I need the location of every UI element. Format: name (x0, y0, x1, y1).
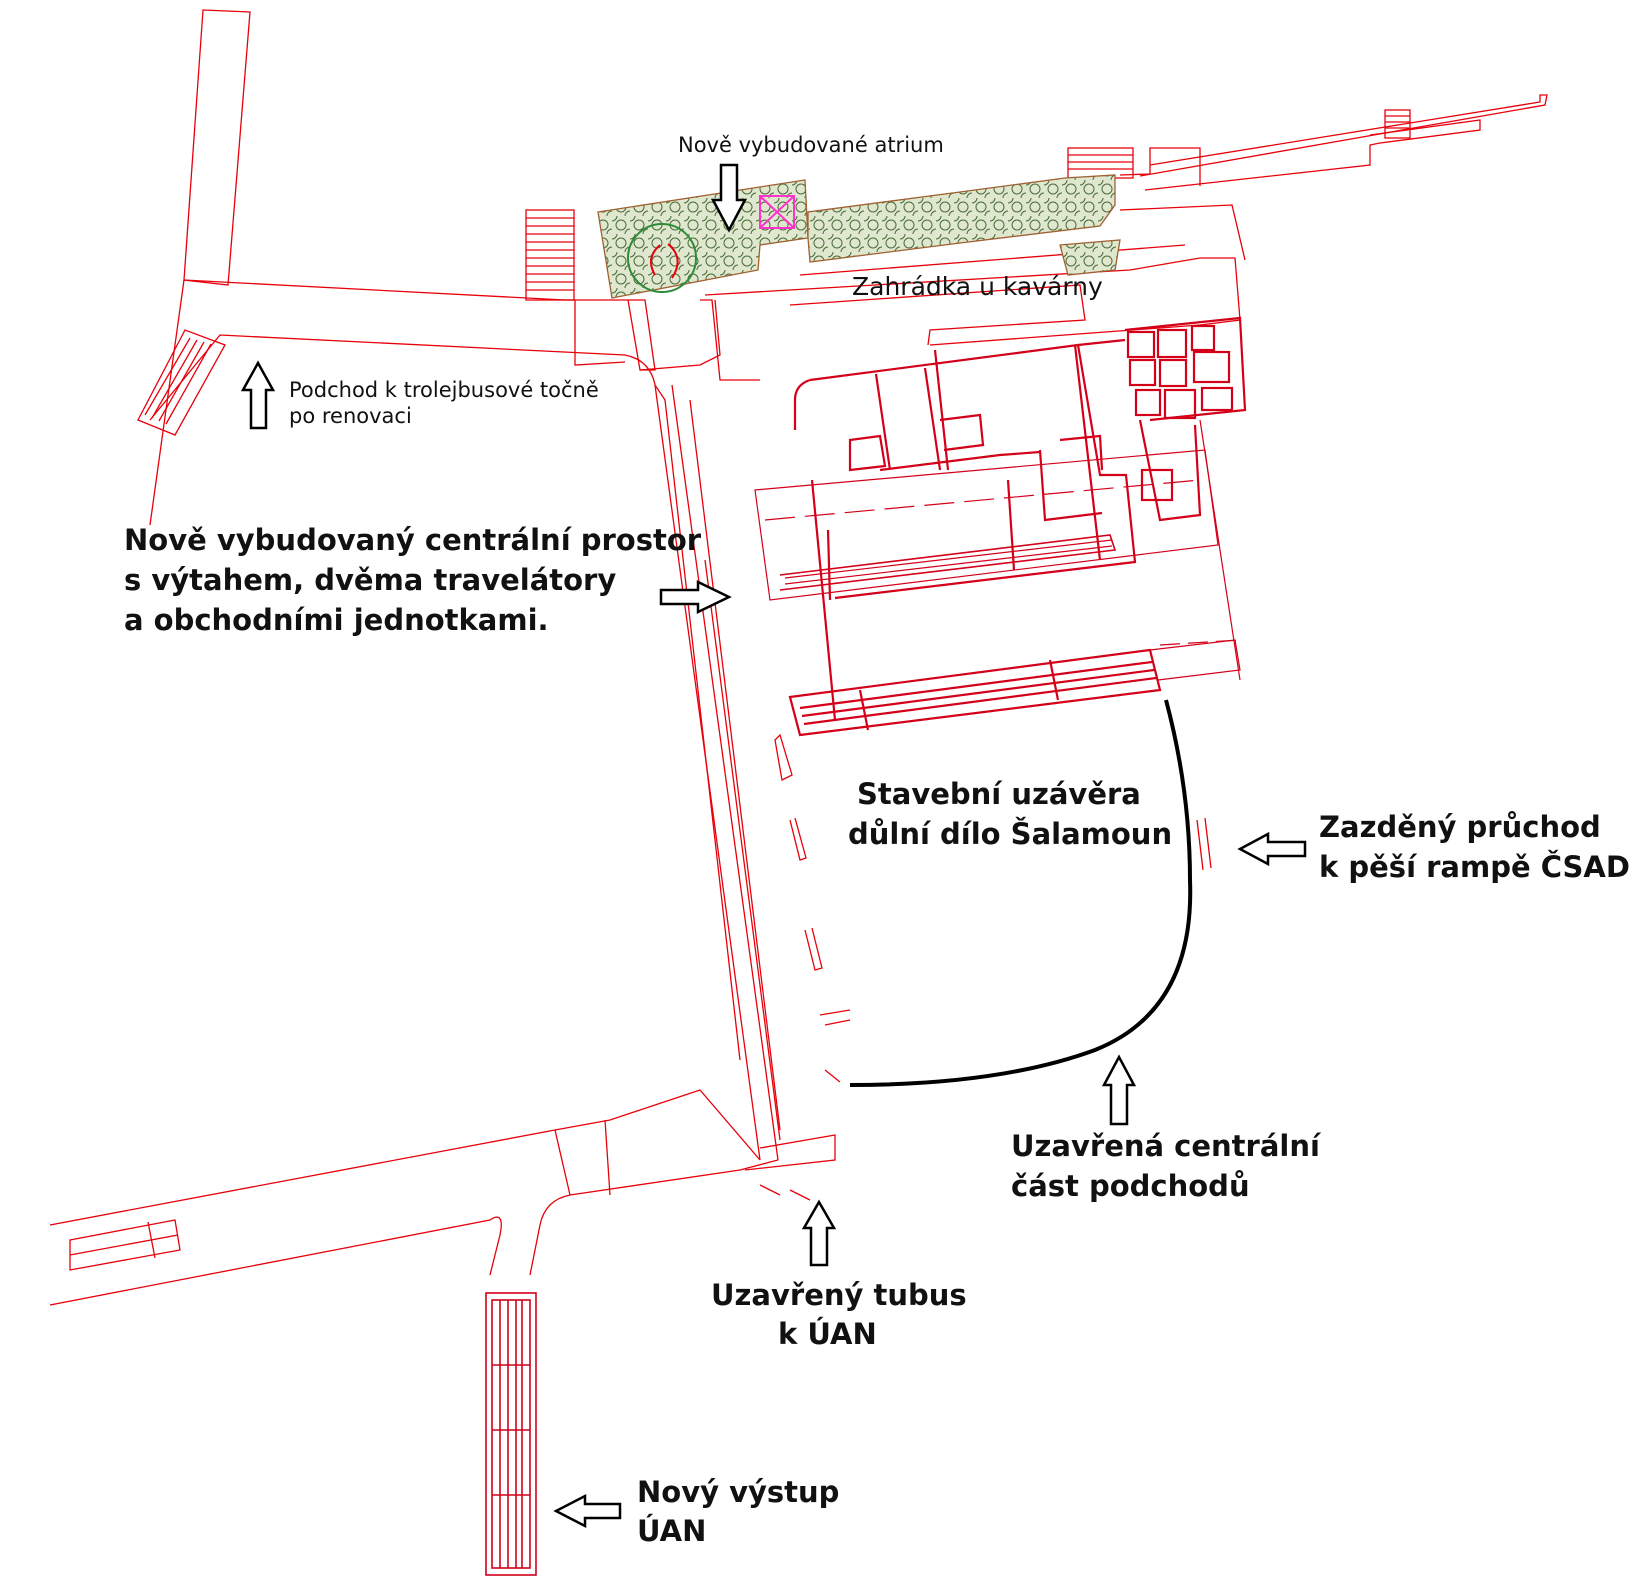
label-uzavrena-1: Uzavřená centrální (1011, 1129, 1322, 1163)
label-zazdeny-2: k pěší rampě ČSAD (1319, 850, 1630, 884)
zazdeny-arrow-icon (1237, 831, 1307, 867)
label-podchod-2: po renovaci (289, 404, 412, 428)
central-space-arrow-icon (659, 580, 732, 614)
label-podchod-1: Podchod k trolejbusové točně (289, 378, 599, 402)
north-stairs (525, 209, 575, 301)
vystup-arrow-icon (553, 1493, 622, 1529)
label-atrium: Nově vybudované atrium (678, 133, 944, 157)
atrium-greenery (597, 174, 1121, 299)
label-central-1: Nově vybudovaný centrální prostor (124, 523, 702, 557)
new-central-space (754, 316, 1247, 737)
tubus-arrow-icon (801, 1199, 837, 1267)
label-central-3: a obchodními jednotkami. (124, 603, 549, 637)
label-tubus-1: Uzavřený tubus (711, 1278, 967, 1312)
closed-section-arrow-icon (1101, 1054, 1137, 1126)
new-exit-uan-stairs (485, 1292, 537, 1576)
label-vystup-2: ÚAN (637, 1514, 706, 1548)
label-tubus-2: k ÚAN (778, 1317, 877, 1351)
plan-labels: Nově vybudované atrium Zahrádka u kavárn… (124, 133, 1630, 1548)
label-vystup-1: Nový výstup (637, 1475, 839, 1509)
northeast-stairs (1067, 109, 1411, 179)
podchod-arrow-icon (240, 360, 276, 430)
label-uzavera-2: důlní dílo Šalamoun (848, 817, 1172, 851)
label-uzavera-1: Stavební uzávěra (857, 777, 1141, 811)
annotation-arrows (240, 163, 1307, 1529)
atrium-tree (627, 223, 697, 293)
label-zazdeny-1: Zazděný průchod (1319, 810, 1601, 844)
label-zahradka: Zahrádka u kavárny (852, 272, 1103, 301)
existing-underpass-lines (49, 9, 1548, 1306)
northwest-stairs (137, 329, 226, 436)
elevator-marker (759, 195, 795, 229)
label-uzavrena-2: část podchodů (1011, 1169, 1250, 1203)
closed-central-section-line (849, 699, 1193, 1087)
label-central-2: s výtahem, dvěma travelátory (124, 563, 616, 597)
atrium-arrow-icon (710, 163, 748, 233)
